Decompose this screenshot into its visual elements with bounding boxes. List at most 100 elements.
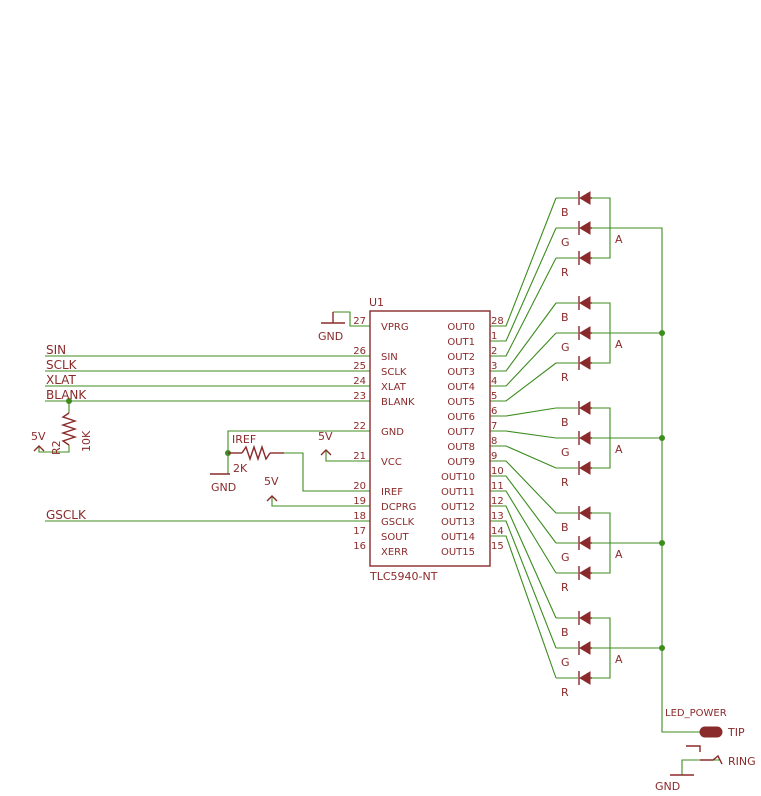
chip-pin-number: 4 (491, 376, 497, 387)
chip-pin-name: VCC (381, 457, 402, 468)
output-wire (490, 520, 557, 649)
chip-pin-name: VPRG (381, 322, 409, 333)
diode-symbol (579, 401, 591, 415)
led-channel-label: G (561, 236, 570, 249)
chip-pin-name: XLAT (381, 382, 407, 393)
output-wire (490, 197, 557, 327)
led-anode-label: A (615, 548, 623, 561)
chip-pin-name: XERR (381, 547, 408, 558)
diode-symbol (579, 611, 591, 625)
output-wire (490, 302, 557, 372)
chip-pin-name: OUT8 (447, 442, 475, 453)
chip-pin-name: OUT7 (447, 427, 475, 438)
chip-pin-number: 9 (491, 451, 497, 462)
net-label-xlat: XLAT (46, 373, 76, 387)
chip-pin-number: 18 (353, 511, 366, 522)
chip-pin-number: 3 (491, 361, 497, 372)
iref-value: 2K (233, 462, 248, 475)
chip-pin-number: 26 (353, 346, 366, 357)
diode-symbol (579, 461, 591, 475)
diode-symbol (579, 191, 591, 205)
vcc-symbol-vcc: 5V (318, 430, 333, 456)
chip-pin-number: 10 (491, 466, 504, 477)
gnd-symbol-vprg: GND (318, 312, 345, 343)
chip-pin-name: OUT12 (441, 502, 475, 513)
gnd-symbol-ring: GND (655, 774, 694, 793)
output-wire (490, 362, 557, 402)
gnd-label-vprg: GND (318, 330, 343, 343)
chip-pin-name: OUT6 (447, 412, 475, 423)
ring-switch (686, 745, 701, 752)
chip-pin-number: 19 (353, 496, 366, 507)
chip-pin-name: GSCLK (381, 517, 415, 528)
chip-pin-number: 11 (491, 481, 504, 492)
diode-symbol (579, 641, 591, 655)
chip-pin-number: 12 (491, 496, 504, 507)
led-channel-label: G (561, 656, 570, 669)
diode-symbol (579, 326, 591, 340)
led-channel-label: B (561, 311, 569, 324)
led-anode-label: A (615, 653, 623, 666)
led-channel-label: R (561, 581, 569, 594)
led-channel-label: B (561, 521, 569, 534)
led-channel-label: G (561, 446, 570, 459)
resistor-r2: R2 10K (50, 412, 93, 455)
gnd-symbol-iref: GND (210, 473, 236, 494)
led-channel-label: R (561, 686, 569, 699)
output-wire (490, 332, 557, 387)
chip-pin-name: OUT2 (447, 352, 475, 363)
diode-symbol (579, 671, 591, 685)
output-wire (490, 505, 557, 619)
diode-symbol (579, 296, 591, 310)
gnd-label-ring: GND (655, 780, 680, 793)
chip-u1: U1 TLC5940-NT (369, 296, 491, 583)
chip-pin-number: 5 (491, 391, 497, 402)
resistor-iref: IREF 2K (228, 433, 284, 475)
vcc-symbol-r2: 5V (31, 430, 46, 452)
chip-pin-number: 20 (353, 481, 366, 492)
chip-pin-name: OUT0 (447, 322, 475, 333)
chip-pin-name: OUT1 (447, 337, 475, 348)
chip-pin-name: OUT11 (441, 487, 475, 498)
chip-pin-name: OUT10 (441, 472, 475, 483)
chip-pin-name: OUT4 (447, 382, 475, 393)
chip-pin-number: 22 (353, 421, 366, 432)
r2-value: 10K (80, 430, 93, 452)
output-wire (490, 460, 557, 514)
chip-ref: U1 (369, 296, 384, 309)
chip-pin-name: IREF (381, 487, 403, 498)
chip-pin-number: 24 (353, 376, 366, 387)
net-label-sclk: SCLK (46, 358, 78, 372)
output-wire (490, 535, 557, 679)
chip-pin-name: BLANK (381, 397, 415, 408)
diode-symbol (579, 431, 591, 445)
output-wires (490, 197, 557, 679)
led-channel-label: B (561, 416, 569, 429)
output-wire (490, 227, 557, 342)
chip-pin-number: 7 (491, 421, 497, 432)
led-power-label: LED_POWER (665, 708, 727, 719)
led-anode-label: A (615, 233, 623, 246)
diode-symbol (579, 251, 591, 265)
net-label-sin: SIN (46, 343, 66, 357)
chip-pin-number: 14 (491, 526, 504, 537)
chip-pin-name: OUT13 (441, 517, 475, 528)
led-channel-label: R (561, 266, 569, 279)
led-anode-label: A (615, 443, 623, 456)
v5-label-r2: 5V (31, 430, 46, 443)
output-wire (490, 407, 557, 417)
diode-symbol (579, 221, 591, 235)
output-wire (490, 445, 557, 469)
chip-pin-number: 21 (353, 451, 366, 462)
chip-part-number: TLC5940-NT (369, 570, 438, 583)
audio-jack: LED_POWER TIP RING (665, 708, 756, 768)
chip-pin-name: OUT5 (447, 397, 475, 408)
chip-pin-name: SCLK (381, 367, 407, 378)
iref-name: IREF (232, 433, 256, 446)
